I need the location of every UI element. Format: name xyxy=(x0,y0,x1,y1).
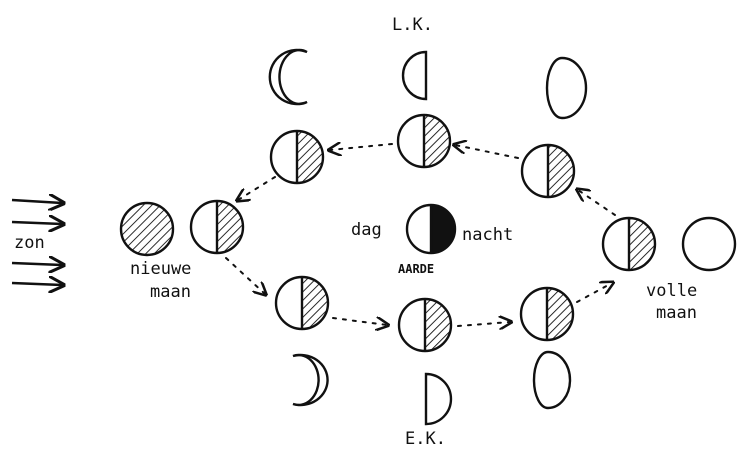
half-moon-first-quarter xyxy=(424,372,453,426)
sun-rays xyxy=(11,200,62,285)
orbit-moon-lower-right xyxy=(519,286,575,342)
first-quarter-label: E.K. xyxy=(405,429,446,449)
day-label: dag xyxy=(351,220,382,240)
orbit-moon-top xyxy=(396,113,452,169)
new-moon-full xyxy=(119,201,175,257)
gibbous-top-right xyxy=(545,56,588,120)
last-quarter-label: L.K. xyxy=(392,15,433,35)
orbit-arrows xyxy=(225,144,615,326)
orbit-moon-upper-left xyxy=(269,129,325,185)
orbit-moon-right xyxy=(601,216,657,272)
orbit-moon-bottom xyxy=(397,297,453,353)
night-label: nacht xyxy=(462,225,513,245)
earth-label: AARDE xyxy=(398,262,434,276)
crescent-waning-top-left xyxy=(268,48,308,106)
full-moon-label-1: volle xyxy=(646,281,697,301)
full-moon-open xyxy=(681,216,737,272)
new-moon-label-2: maan xyxy=(150,282,191,302)
earth xyxy=(405,203,457,255)
full-moon-label-2: maan xyxy=(656,303,697,323)
orbit-moon-upper-right xyxy=(520,143,576,199)
sun-label: zon xyxy=(14,233,45,253)
orbit-moon-lower-left xyxy=(274,275,330,331)
gibbous-bottom-right xyxy=(532,350,572,410)
crescent-waxing-bottom-left xyxy=(292,353,329,407)
half-moon-last-quarter xyxy=(401,50,428,101)
orbit-moon-left xyxy=(189,199,245,255)
new-moon-label-1: nieuwe xyxy=(130,259,191,279)
